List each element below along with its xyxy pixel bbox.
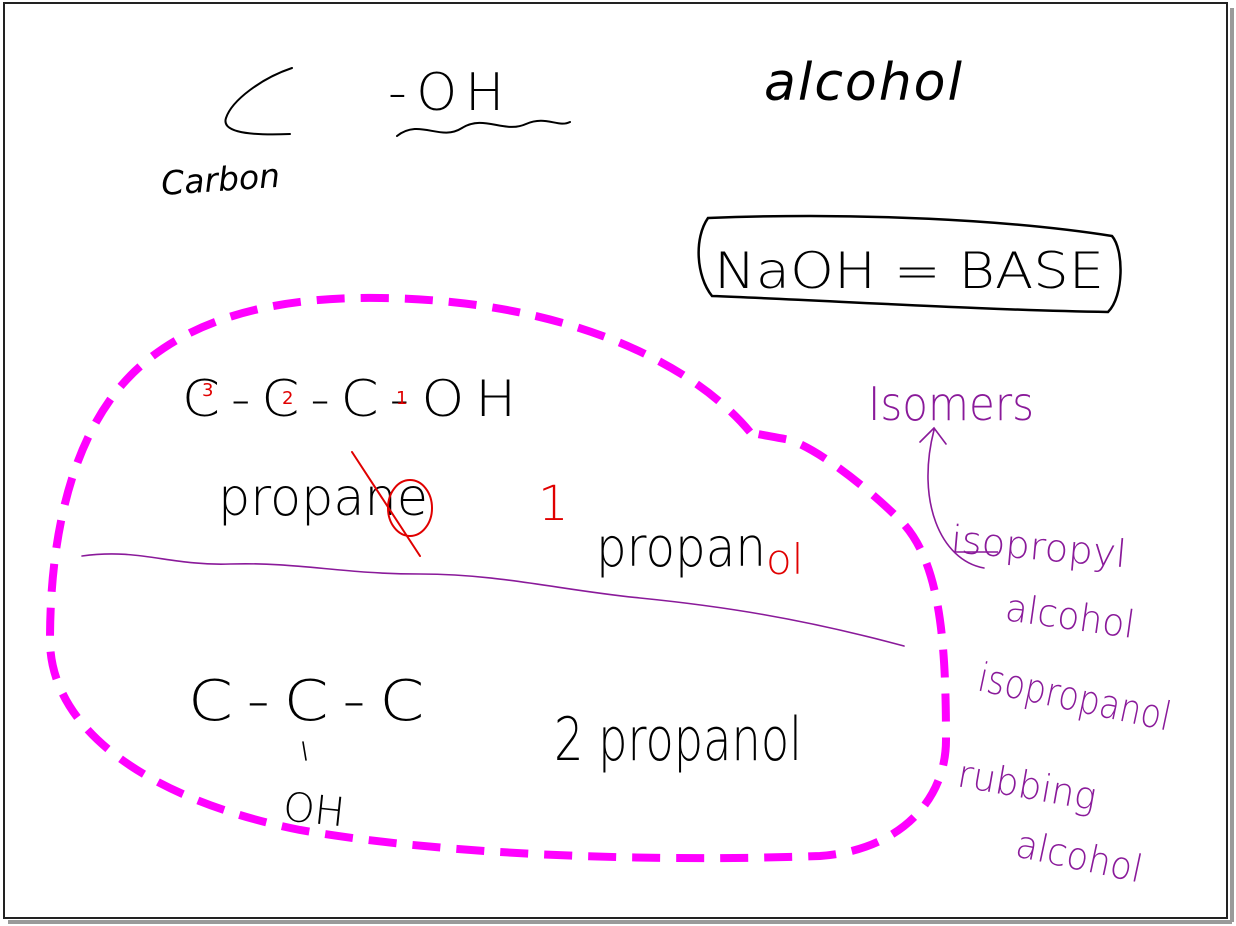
- isopropyl-word: isopropyl: [949, 517, 1128, 576]
- oh-branch-text: OH: [281, 784, 347, 836]
- oh-branch-bond: [302, 741, 307, 761]
- propane-misspelt: propane: [218, 451, 433, 557]
- carbon-word: Carbon: [160, 156, 281, 203]
- propanol-chain: C-C-C-OH 3 2 1: [182, 370, 527, 428]
- isopropanol-chain: C-C-C OH: [188, 669, 438, 836]
- carbon-c-stroke: [224, 67, 293, 136]
- isopropyl-alcohol-word: alcohol: [1003, 585, 1138, 647]
- carbon-number-3: 3: [202, 380, 213, 401]
- hydroxyl-text: -OH: [388, 63, 512, 123]
- ol-suffix: ol: [766, 535, 803, 584]
- naoh-text: NaOH = BASE: [714, 242, 1104, 300]
- rubbing-word: rubbing: [954, 752, 1100, 820]
- magenta-dashed-enclosure: [45, 293, 951, 863]
- side-notes: Isomers isopropyl alcohol isopropanol ru…: [868, 377, 1175, 891]
- one-propanol-name: 1 propan ol: [538, 476, 803, 584]
- naoh-box-outline: [697, 214, 1122, 314]
- carbon-number-2: 2: [282, 388, 293, 409]
- purple-divider-line: [81, 553, 905, 647]
- isopropanol-chain-text: C-C-C: [188, 669, 438, 734]
- propanol-chain-text: C-C-C-OH: [182, 370, 527, 428]
- naoh-box: NaOH = BASE: [697, 214, 1122, 314]
- hydroxyl-note: -OH: [388, 63, 571, 137]
- carbon-c-text: C: [226, 69, 275, 151]
- isopropanol-word: isopropanol: [974, 655, 1175, 741]
- isomers-word: Isomers: [868, 377, 1034, 431]
- hydroxyl-wavy-underline: [396, 119, 571, 137]
- propan-stem: propan: [596, 516, 766, 579]
- carbon-number-1: 1: [396, 388, 407, 409]
- number-prefix-1: 1: [538, 476, 569, 532]
- rubbing-alcohol-word: alcohol: [1012, 822, 1146, 892]
- propane-word: propane: [218, 468, 428, 528]
- canvas-shadow-bottom: [8, 920, 1232, 924]
- isomers-arrow: [919, 426, 985, 569]
- red-strike-correction: [351, 451, 421, 557]
- alcohol-word: alcohol: [764, 53, 964, 113]
- canvas-shadow-right: [1230, 8, 1234, 922]
- two-propanol-name: 2 propanol: [554, 705, 802, 775]
- carbon-note: C Carbon: [160, 67, 293, 203]
- whiteboard-canvas: [3, 2, 1228, 919]
